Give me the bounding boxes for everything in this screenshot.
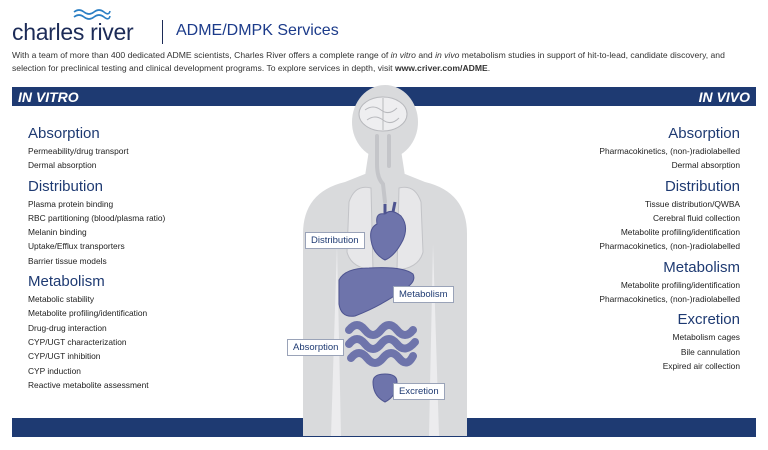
list-item: Drug-drug interaction bbox=[28, 322, 107, 333]
list-item: Cerebral fluid collection bbox=[652, 212, 740, 223]
metabolism-tag: Metabolism bbox=[393, 286, 454, 303]
intro-paragraph: With a team of more than 400 dedicated A… bbox=[12, 49, 756, 75]
in-vivo-metabolism-section: Metabolism Metabolite profiling/identifi… bbox=[490, 259, 740, 307]
list-item: Tissue distribution/QWBA bbox=[644, 198, 740, 209]
list-item: RBC partitioning (blood/plasma ratio) bbox=[28, 212, 166, 223]
in-vitro-column: Absorption Permeability/drug transport D… bbox=[28, 125, 278, 397]
list-item: Pharmacokinetics, (non-)radiolabelled bbox=[599, 294, 740, 305]
list-item: Expired air collection bbox=[662, 360, 740, 371]
intro-text-1: With a team of more than 400 dedicated A… bbox=[12, 50, 391, 60]
in-vitro-metabolism-section: Metabolism Metabolic stability Metabolit… bbox=[28, 273, 278, 392]
list-item: Metabolite profiling/identification bbox=[620, 227, 740, 238]
human-body-figure bbox=[303, 85, 467, 436]
brain-icon bbox=[358, 96, 408, 132]
in-vitro-distribution-section: Distribution Plasma protein binding RBC … bbox=[28, 178, 278, 268]
list-item: Pharmacokinetics, (non-)radiolabelled bbox=[599, 146, 740, 156]
header: charles river ADME/DMPK Services bbox=[12, 6, 756, 46]
list-item: Permeability/drug transport bbox=[28, 146, 129, 156]
logo-text: charles river bbox=[12, 19, 134, 45]
header-divider bbox=[162, 20, 163, 44]
bladder-icon bbox=[372, 373, 398, 403]
list-item: Metabolite profiling/identification bbox=[28, 308, 148, 319]
section-title: Distribution bbox=[28, 177, 104, 195]
intro-text-end: . bbox=[487, 63, 491, 73]
list-item: Pharmacokinetics, (non-)radiolabelled bbox=[599, 241, 740, 252]
intro-text-2: metabolism studies in support of hit-to-… bbox=[12, 50, 725, 73]
intro-in-vitro: in vitro bbox=[390, 50, 416, 60]
list-item: Uptake/Efflux transporters bbox=[28, 241, 125, 252]
list-item: CYP induction bbox=[28, 365, 81, 376]
in-vitro-absorption-section: Absorption Permeability/drug transport D… bbox=[28, 125, 278, 173]
section-title: Absorption bbox=[668, 125, 740, 142]
charles-river-logo: charles river bbox=[12, 6, 154, 46]
distribution-tag: Distribution bbox=[305, 232, 365, 249]
list-item: CYP/UGT inhibition bbox=[28, 351, 101, 362]
excretion-tag: Excretion bbox=[393, 383, 445, 400]
in-vitro-heading: IN VITRO bbox=[18, 89, 79, 105]
airway bbox=[375, 134, 391, 204]
list-item: Reactive metabolite assessment bbox=[28, 379, 149, 390]
list-item: Dermal absorption bbox=[671, 160, 740, 171]
list-item: Bile cannulation bbox=[680, 346, 740, 357]
intestine-icon bbox=[345, 321, 419, 367]
liver-icon bbox=[338, 267, 415, 317]
page-title: ADME/DMPK Services bbox=[176, 22, 339, 39]
heart-icon bbox=[370, 201, 407, 261]
section-title: Distribution bbox=[664, 177, 740, 195]
list-item: Melanin binding bbox=[28, 227, 87, 238]
list-item: Metabolism cages bbox=[672, 332, 741, 343]
section-title: Absorption bbox=[28, 125, 100, 142]
list-item: Plasma protein binding bbox=[28, 198, 114, 209]
list-item: Metabolite profiling/identification bbox=[620, 279, 740, 290]
list-item: Metabolic stability bbox=[28, 294, 95, 305]
wave-logo-icon bbox=[73, 9, 111, 20]
list-item: CYP/UGT characterization bbox=[28, 336, 127, 347]
section-title: Excretion bbox=[677, 311, 740, 329]
intro-url-link[interactable]: www.criver.com/ADME bbox=[394, 63, 488, 73]
list-item: Dermal absorption bbox=[28, 160, 97, 171]
in-vivo-absorption-section: Absorption Pharmacokinetics, (non-)radio… bbox=[490, 125, 740, 173]
in-vivo-column: Absorption Pharmacokinetics, (non-)radio… bbox=[490, 125, 740, 378]
absorption-tag: Absorption bbox=[287, 339, 345, 356]
in-vivo-heading: IN VIVO bbox=[698, 89, 750, 105]
in-vivo-excretion-section: Excretion Metabolism cages Bile cannulat… bbox=[490, 311, 740, 373]
in-vivo-distribution-section: Distribution Tissue distribution/QWBA Ce… bbox=[490, 178, 740, 254]
intro-in-vivo: in vivo bbox=[435, 50, 460, 60]
section-title: Metabolism bbox=[663, 258, 740, 276]
intro-text-and: and bbox=[415, 50, 436, 60]
list-item: Barrier tissue models bbox=[28, 255, 107, 266]
section-title: Metabolism bbox=[28, 273, 105, 291]
